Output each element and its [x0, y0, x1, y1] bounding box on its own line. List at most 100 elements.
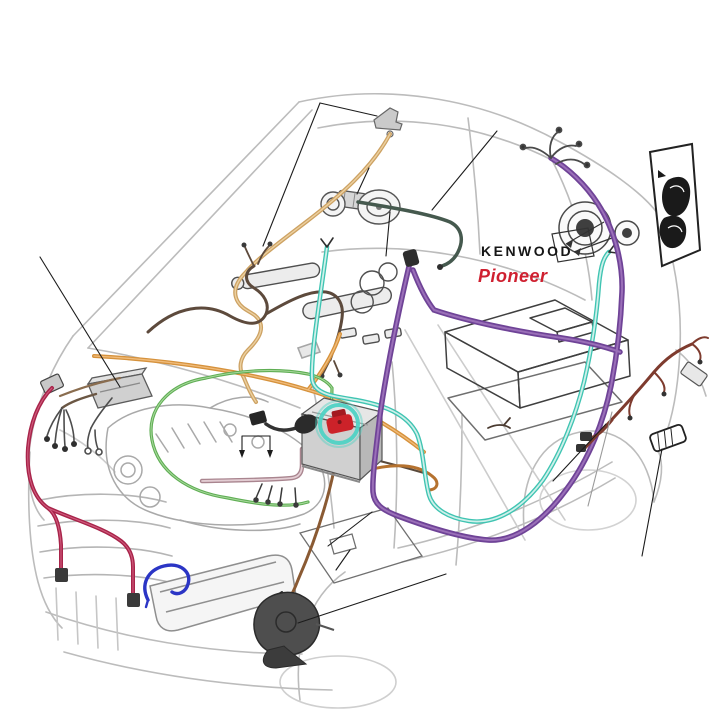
twig-tip	[583, 161, 591, 169]
negative-connector	[249, 410, 267, 426]
fan-strand	[94, 429, 99, 450]
arrowhead	[267, 450, 273, 458]
tail-light-inset	[648, 142, 702, 268]
twig-tip	[293, 502, 299, 508]
engine-rib	[155, 433, 169, 453]
engine-cap	[223, 423, 237, 437]
tail-light-tick	[658, 170, 666, 178]
highlight-ring	[318, 403, 360, 445]
connector-tip	[580, 432, 592, 441]
tail-light-blob	[659, 215, 687, 249]
stalk-ring	[350, 290, 374, 314]
engine-pulley	[120, 462, 136, 478]
headlight-line	[165, 581, 285, 613]
twig	[267, 485, 273, 501]
connector-tip	[71, 441, 77, 447]
twig-tip	[575, 140, 583, 148]
wire-battery-cable-pink-highlight	[201, 448, 303, 482]
twig-tip	[519, 143, 527, 151]
leader-rocker	[552, 423, 607, 482]
twig-tip	[277, 501, 283, 507]
horn-body	[253, 591, 321, 657]
twig	[294, 487, 297, 504]
floor-diagonal-1	[404, 329, 526, 541]
roof-cable-path	[356, 200, 464, 268]
window-top	[317, 120, 553, 161]
connector-fan-left	[44, 376, 122, 456]
connector-body	[402, 249, 420, 267]
twig-tip	[697, 359, 703, 365]
front-face-edge	[27, 451, 63, 629]
connector-eyelet	[84, 447, 92, 455]
grille-slat	[37, 519, 171, 529]
switch-part	[339, 327, 357, 339]
engine-pulley	[113, 455, 143, 485]
mirror	[296, 341, 322, 359]
purple-connector-cap	[402, 249, 420, 267]
engine-cap	[251, 435, 265, 449]
twig	[503, 417, 511, 426]
engine-rib	[187, 423, 201, 445]
twig-tip	[253, 497, 259, 503]
sill-line	[401, 477, 616, 563]
horn-trumpet	[262, 645, 308, 669]
dash-tweeter-small	[320, 191, 346, 217]
leader-antenna	[319, 102, 378, 117]
column-ring	[359, 270, 385, 296]
arrowhead	[566, 240, 573, 248]
battery-highlight-ring	[315, 400, 363, 448]
relay-component	[649, 423, 687, 453]
leader-roof-cable	[431, 130, 498, 211]
roof-cable-tip	[437, 264, 443, 270]
twig	[326, 237, 334, 248]
callout-box	[551, 227, 595, 263]
engine-intake	[209, 396, 269, 409]
speaker-ring-dot	[622, 228, 632, 238]
wire-accent-blue	[143, 563, 191, 609]
connector-body	[40, 373, 64, 395]
amplifier-enclosure	[444, 299, 631, 441]
connector-tip	[576, 444, 586, 452]
connector-body	[680, 361, 708, 387]
firewall-twig-cluster	[253, 417, 511, 508]
engine-rib	[171, 427, 185, 449]
a-pillar-inner	[87, 109, 313, 349]
twig	[255, 483, 263, 499]
twig	[320, 238, 328, 248]
battery-positive-terminal	[326, 409, 354, 434]
rear-harness-twig	[653, 371, 666, 393]
floor-diagonal-2	[437, 324, 566, 521]
leader-horn	[297, 573, 447, 624]
fan-strand	[54, 407, 63, 444]
rear-harness-twig	[691, 336, 709, 345]
plate-outline	[298, 507, 424, 584]
fan-feed	[60, 392, 98, 410]
twig-tip	[627, 415, 633, 421]
antenna-part	[373, 107, 403, 131]
speaker-callout	[551, 221, 613, 263]
grille-tick	[55, 587, 59, 641]
dash-harness-twig	[333, 360, 340, 374]
arrowhead	[574, 248, 581, 256]
horn-spiral	[275, 611, 297, 633]
grille-slat	[39, 546, 173, 557]
roof-antenna-base	[373, 107, 403, 138]
negative-clamp	[294, 414, 318, 434]
horn	[253, 591, 335, 669]
steering-column-stalks	[231, 262, 402, 345]
twig	[487, 424, 511, 429]
engine-rib	[203, 421, 217, 443]
wire-front-speaker-crimson-highlight	[27, 387, 134, 596]
battery-negative-terminal	[249, 410, 318, 434]
relay-body	[649, 423, 687, 453]
connector-tip	[44, 436, 50, 442]
speaker-mid	[567, 210, 603, 246]
quarter-panel-connector	[680, 361, 708, 387]
leader-ecu	[39, 256, 121, 388]
leader-column	[385, 211, 391, 257]
arrowhead	[239, 450, 245, 458]
callout-leaders	[39, 102, 663, 624]
wire-rear-harness	[576, 336, 709, 452]
tan-hook-wire	[366, 464, 439, 492]
blue-wire-path	[143, 563, 191, 602]
